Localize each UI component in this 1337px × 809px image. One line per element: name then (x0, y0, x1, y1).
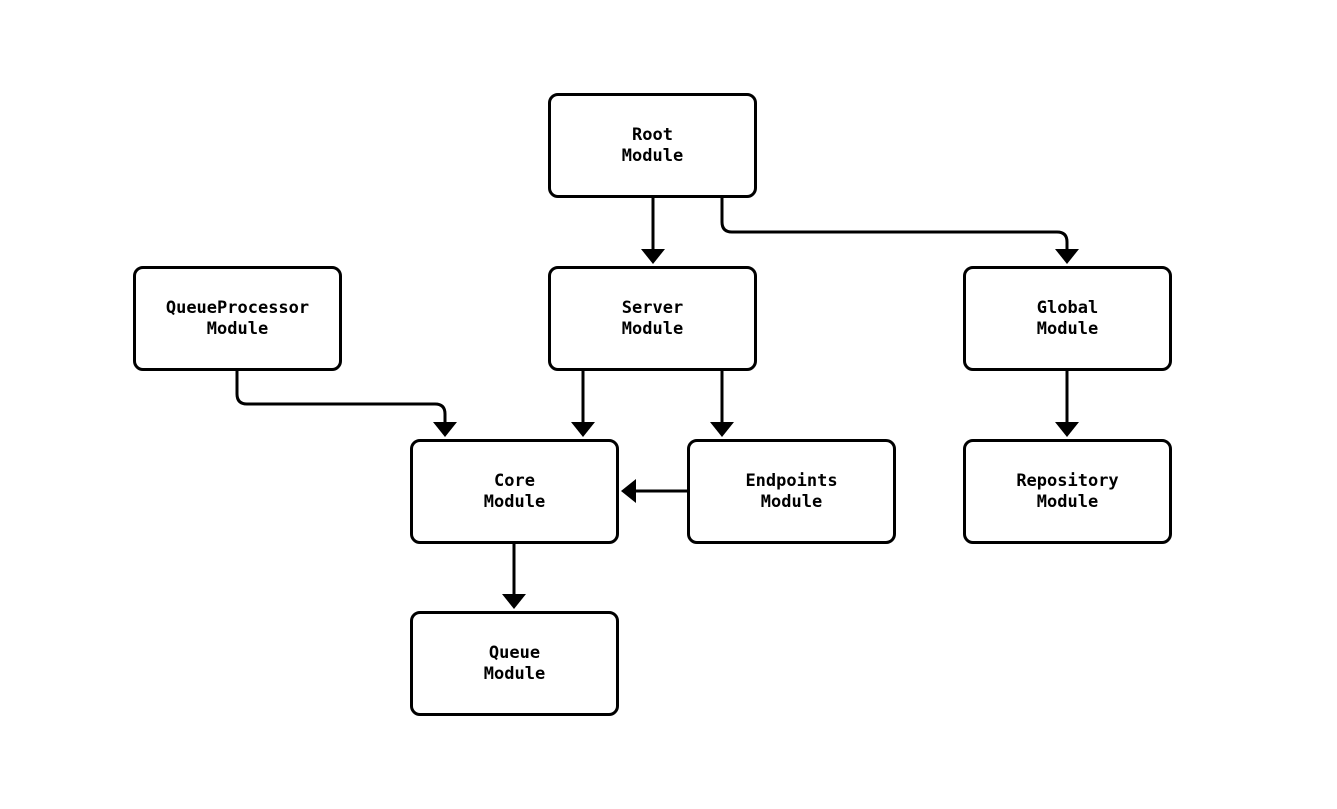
edge-root-to-global (720, 198, 1079, 264)
node-label-line: Root (632, 124, 673, 145)
node-label-line: Module (621, 145, 684, 166)
node-label-line: Queue (488, 642, 541, 663)
node-label-line: Module (1036, 318, 1099, 339)
node-label-line: Endpoints (745, 470, 838, 491)
node-label-line: QueueProcessor (165, 297, 310, 318)
node-label-line: Server (621, 297, 684, 318)
node-label-line: Core (494, 470, 535, 491)
node-label-line: Module (621, 318, 684, 339)
node-label-line: Module (206, 318, 269, 339)
node-label-line: Module (483, 663, 546, 684)
node-label-line: Module (760, 491, 823, 512)
node-label-line: Global (1036, 297, 1099, 318)
node-label-line: Repository (1016, 470, 1119, 491)
node-label-line: Module (483, 491, 546, 512)
edge-queueprocessor-to-core (235, 371, 457, 437)
node-label-line: Module (1036, 491, 1099, 512)
